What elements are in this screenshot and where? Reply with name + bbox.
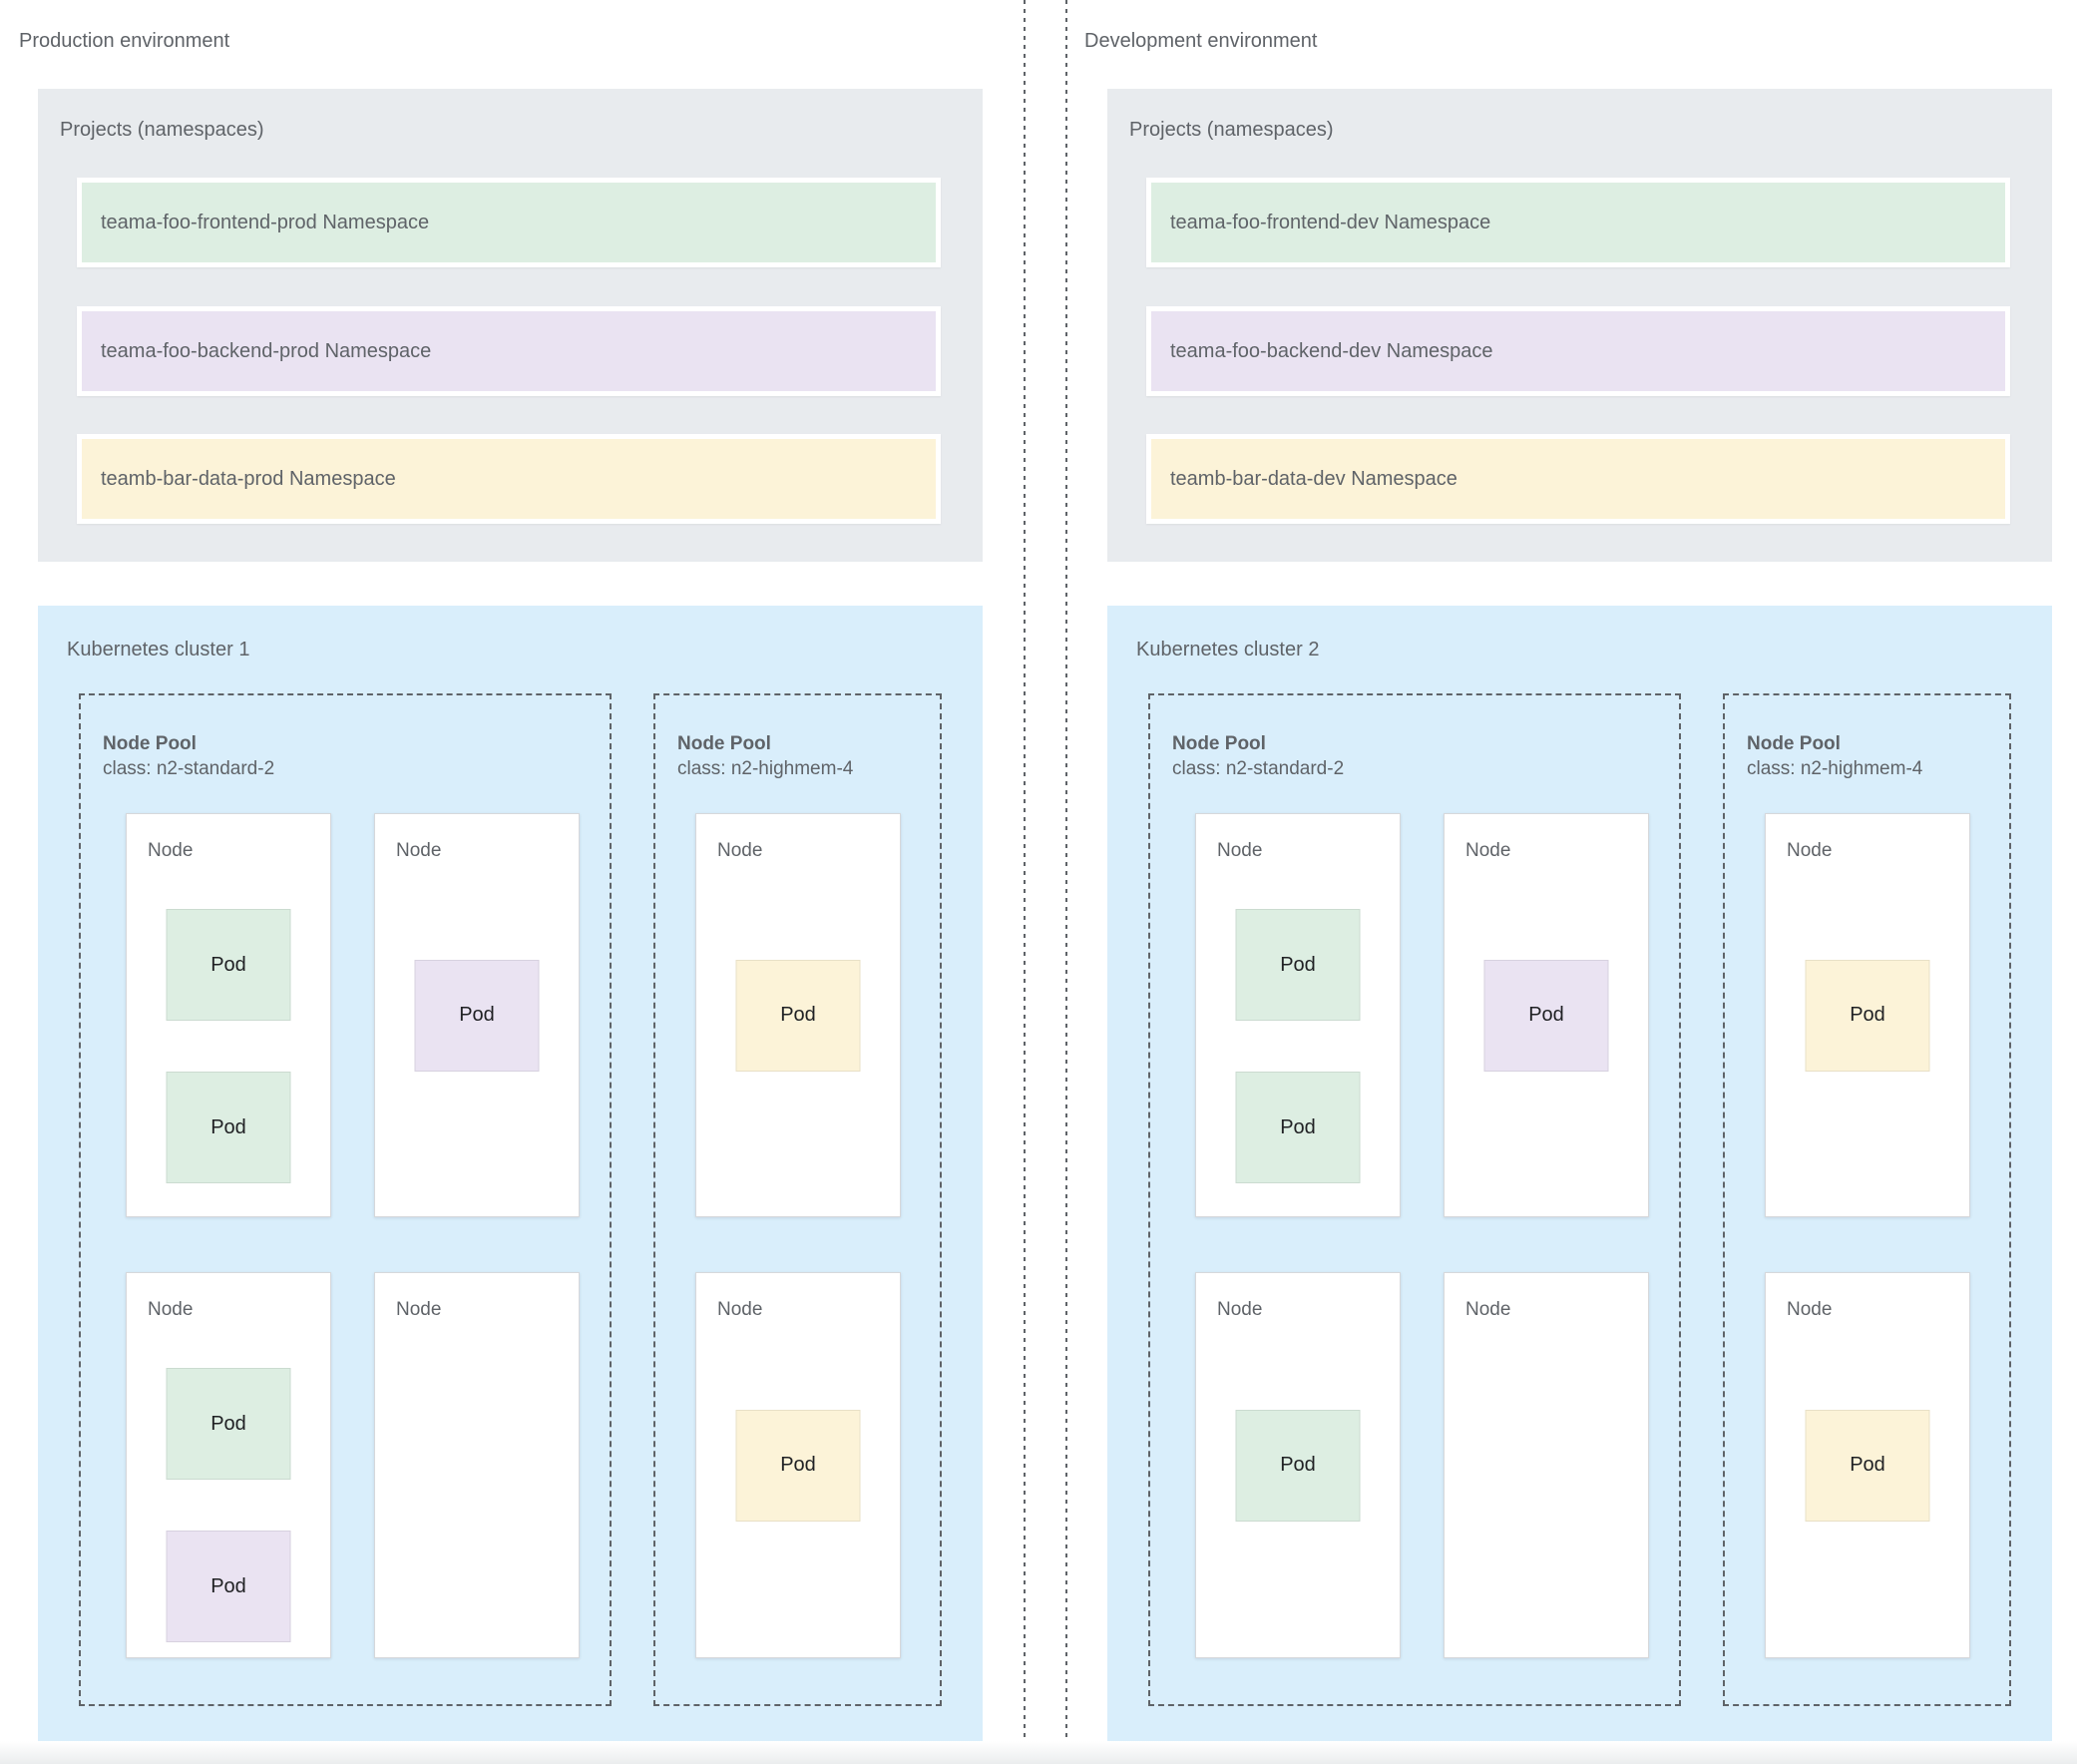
pod-label: Pod xyxy=(459,1004,495,1026)
namespace-bar-fill: teamb-bar-data-dev Namespace xyxy=(1151,439,2005,519)
node-pool-header: Node Pool class: n2-standard-2 xyxy=(1172,731,1344,781)
node-pool-header: Node Pool class: n2-standard-2 xyxy=(103,731,274,781)
cluster-title: Kubernetes cluster 1 xyxy=(67,639,250,661)
namespace-bar-fill: teama-foo-backend-dev Namespace xyxy=(1151,311,2005,391)
node-pool-header: Node Pool class: n2-highmem-4 xyxy=(1747,731,1922,781)
environment-divider-line xyxy=(1024,0,1026,1764)
namespace-bar-frontend-prod: teama-foo-frontend-prod Namespace xyxy=(77,178,941,267)
pod-label: Pod xyxy=(780,1454,816,1476)
pod: Pod xyxy=(735,959,861,1072)
node: Node Pod xyxy=(1444,813,1649,1217)
namespace-bar-backend-prod: teama-foo-backend-prod Namespace xyxy=(77,306,941,396)
node-pool-header: Node Pool class: n2-highmem-4 xyxy=(677,731,853,781)
node-pool-class: class: n2-standard-2 xyxy=(103,758,275,779)
node-pool-standard: Node Pool class: n2-standard-2 Node Pod … xyxy=(1148,693,1681,1706)
node-pool-title: Node Pool xyxy=(1747,733,1841,754)
node-label: Node xyxy=(396,1299,442,1320)
node-pool-highmem: Node Pool class: n2-highmem-4 Node Pod N… xyxy=(653,693,942,1706)
node-pool-standard: Node Pool class: n2-standard-2 Node Pod … xyxy=(79,693,612,1706)
namespace-bar-fill: teama-foo-backend-prod Namespace xyxy=(82,311,936,391)
node: Node Pod Pod xyxy=(1195,813,1401,1217)
pod: Pod xyxy=(414,959,540,1072)
pod: Pod xyxy=(1805,959,1930,1072)
node-label: Node xyxy=(148,840,194,861)
pod: Pod xyxy=(735,1409,861,1522)
node-pool-class: class: n2-highmem-4 xyxy=(677,758,854,779)
namespace-label: teama-foo-backend-prod Namespace xyxy=(101,339,432,362)
namespace-bar-backend-dev: teama-foo-backend-dev Namespace xyxy=(1146,306,2010,396)
pod: Pod xyxy=(166,1072,291,1183)
pod-label: Pod xyxy=(210,1115,246,1138)
namespace-bar-fill: teama-foo-frontend-prod Namespace xyxy=(82,183,936,262)
pod-label: Pod xyxy=(1280,1454,1316,1476)
node-label: Node xyxy=(1465,1299,1511,1320)
pod: Pod xyxy=(166,1531,291,1642)
cluster-title: Kubernetes cluster 2 xyxy=(1136,639,1320,661)
pod: Pod xyxy=(1235,909,1361,1021)
node: Node Pod xyxy=(1195,1272,1401,1658)
namespace-bar-fill: teama-foo-frontend-dev Namespace xyxy=(1151,183,2005,262)
namespace-bar-data-prod: teamb-bar-data-prod Namespace xyxy=(77,434,941,524)
node-pool-title: Node Pool xyxy=(103,733,197,754)
pod-label: Pod xyxy=(1850,1454,1885,1476)
namespace-label: teamb-bar-data-prod Namespace xyxy=(101,467,396,490)
node: Node Pod xyxy=(1765,813,1970,1217)
pod: Pod xyxy=(166,1368,291,1480)
node-label: Node xyxy=(1465,840,1511,861)
pod: Pod xyxy=(1483,959,1609,1072)
namespace-label: teama-foo-backend-dev Namespace xyxy=(1170,339,1493,362)
node-pool-highmem: Node Pool class: n2-highmem-4 Node Pod N… xyxy=(1723,693,2011,1706)
kubernetes-cluster-1-panel: Kubernetes cluster 1 Node Pool class: n2… xyxy=(38,606,983,1741)
production-projects-panel: Projects (namespaces) teama-foo-frontend… xyxy=(38,89,983,562)
pod: Pod xyxy=(166,909,291,1021)
node: Node Pod xyxy=(374,813,580,1217)
namespace-bar-frontend-dev: teama-foo-frontend-dev Namespace xyxy=(1146,178,2010,267)
node-pool-title: Node Pool xyxy=(1172,733,1266,754)
node-label: Node xyxy=(1217,1299,1263,1320)
pod: Pod xyxy=(1805,1409,1930,1522)
node-label: Node xyxy=(148,1299,194,1320)
node: Node Pod xyxy=(695,813,901,1217)
node-label: Node xyxy=(1787,840,1833,861)
pod-label: Pod xyxy=(210,1574,246,1597)
pod-label: Pod xyxy=(210,1412,246,1435)
pod: Pod xyxy=(1235,1072,1361,1183)
namespace-label: teama-foo-frontend-prod Namespace xyxy=(101,211,430,233)
pod-label: Pod xyxy=(1280,953,1316,976)
projects-title: Projects (namespaces) xyxy=(60,119,264,141)
namespace-bar-data-dev: teamb-bar-data-dev Namespace xyxy=(1146,434,2010,524)
production-environment-label: Production environment xyxy=(19,30,230,52)
development-environment-label: Development environment xyxy=(1084,30,1318,52)
node-label: Node xyxy=(1217,840,1263,861)
node-pool-class: class: n2-standard-2 xyxy=(1172,758,1345,779)
pod-label: Pod xyxy=(780,1004,816,1026)
kubernetes-cluster-2-panel: Kubernetes cluster 2 Node Pool class: n2… xyxy=(1107,606,2052,1741)
pod-label: Pod xyxy=(1850,1004,1885,1026)
node-pool-class: class: n2-highmem-4 xyxy=(1747,758,1923,779)
node-label: Node xyxy=(396,840,442,861)
pod-label: Pod xyxy=(1528,1004,1564,1026)
node: Node Pod Pod xyxy=(126,813,331,1217)
bottom-fade xyxy=(0,1741,2077,1764)
node: Node Pod Pod xyxy=(126,1272,331,1658)
node-pool-title: Node Pool xyxy=(677,733,771,754)
environment-divider-line xyxy=(1065,0,1067,1764)
node: Node Pod xyxy=(695,1272,901,1658)
namespace-bar-fill: teamb-bar-data-prod Namespace xyxy=(82,439,936,519)
node-label: Node xyxy=(717,840,763,861)
projects-title: Projects (namespaces) xyxy=(1129,119,1334,141)
node-label: Node xyxy=(1787,1299,1833,1320)
namespace-label: teama-foo-frontend-dev Namespace xyxy=(1170,211,1491,233)
pod: Pod xyxy=(1235,1409,1361,1522)
pod-label: Pod xyxy=(1280,1115,1316,1138)
development-projects-panel: Projects (namespaces) teama-foo-frontend… xyxy=(1107,89,2052,562)
node-label: Node xyxy=(717,1299,763,1320)
node-empty: Node xyxy=(374,1272,580,1658)
node-empty: Node xyxy=(1444,1272,1649,1658)
pod-label: Pod xyxy=(210,953,246,976)
node: Node Pod xyxy=(1765,1272,1970,1658)
namespace-label: teamb-bar-data-dev Namespace xyxy=(1170,467,1457,490)
